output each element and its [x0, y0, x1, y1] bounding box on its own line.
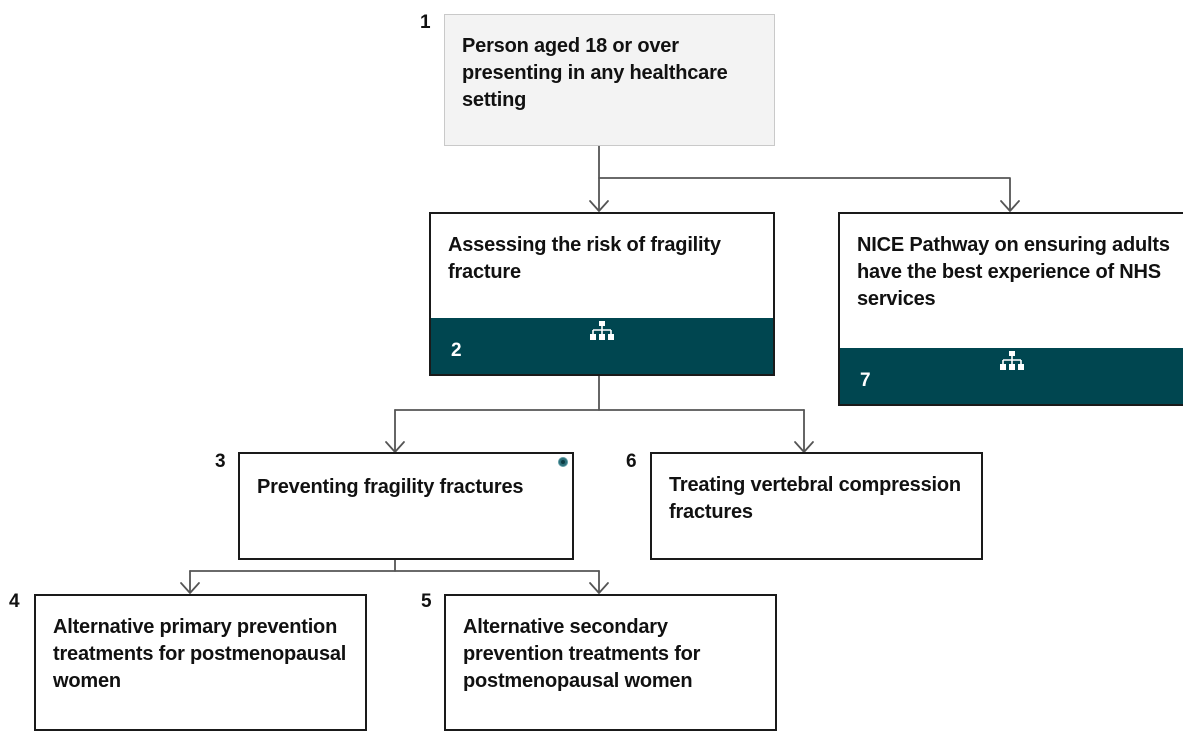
- node-7-footer: 7: [840, 348, 1183, 404]
- node-6-number: 6: [626, 451, 637, 472]
- node-7-label: NICE Pathway on ensuring adults have the…: [857, 234, 1170, 311]
- node-7-number: 7: [860, 370, 871, 391]
- node-3-preventing-fractures[interactable]: Preventing fragility fractures: [238, 452, 574, 560]
- node-5-number: 5: [421, 591, 432, 612]
- arrowhead-to-4: [180, 582, 200, 594]
- node-6-label: Treating vertebral compression fractures: [669, 474, 961, 524]
- sitemap-icon[interactable]: [589, 320, 615, 342]
- node-3-number: 3: [215, 451, 226, 472]
- node-3-label: Preventing fragility fractures: [257, 476, 524, 498]
- node-2-label: Assessing the risk of fragility fracture: [448, 234, 721, 284]
- node-7-nice-pathway-experience[interactable]: NICE Pathway on ensuring adults have the…: [838, 212, 1183, 406]
- node-6-treating-vertebral-fractures[interactable]: Treating vertebral compression fractures: [650, 452, 983, 560]
- arrowhead-to-5: [589, 582, 609, 594]
- node-5-secondary-prevention[interactable]: Alternative secondary prevention treatme…: [444, 594, 777, 731]
- node-4-number: 4: [9, 591, 20, 612]
- node-1-person-presenting[interactable]: Person aged 18 or over presenting in any…: [444, 14, 775, 146]
- node-2-footer: 2: [431, 318, 773, 374]
- arrowhead-to-7: [1000, 200, 1020, 212]
- arrowhead-to-2: [589, 200, 609, 212]
- node-5-label: Alternative secondary prevention treatme…: [463, 616, 701, 693]
- node-2-assessing-risk[interactable]: Assessing the risk of fragility fracture…: [429, 212, 775, 376]
- node-4-primary-prevention[interactable]: Alternative primary prevention treatment…: [34, 594, 367, 731]
- node-1-number: 1: [420, 12, 431, 33]
- info-dot-icon[interactable]: [558, 457, 568, 467]
- node-4-label: Alternative primary prevention treatment…: [53, 616, 347, 693]
- sitemap-icon[interactable]: [999, 350, 1025, 372]
- connector-1-7: [598, 177, 1011, 211]
- node-1-label: Person aged 18 or over presenting in any…: [462, 35, 728, 112]
- node-2-number: 2: [451, 340, 462, 361]
